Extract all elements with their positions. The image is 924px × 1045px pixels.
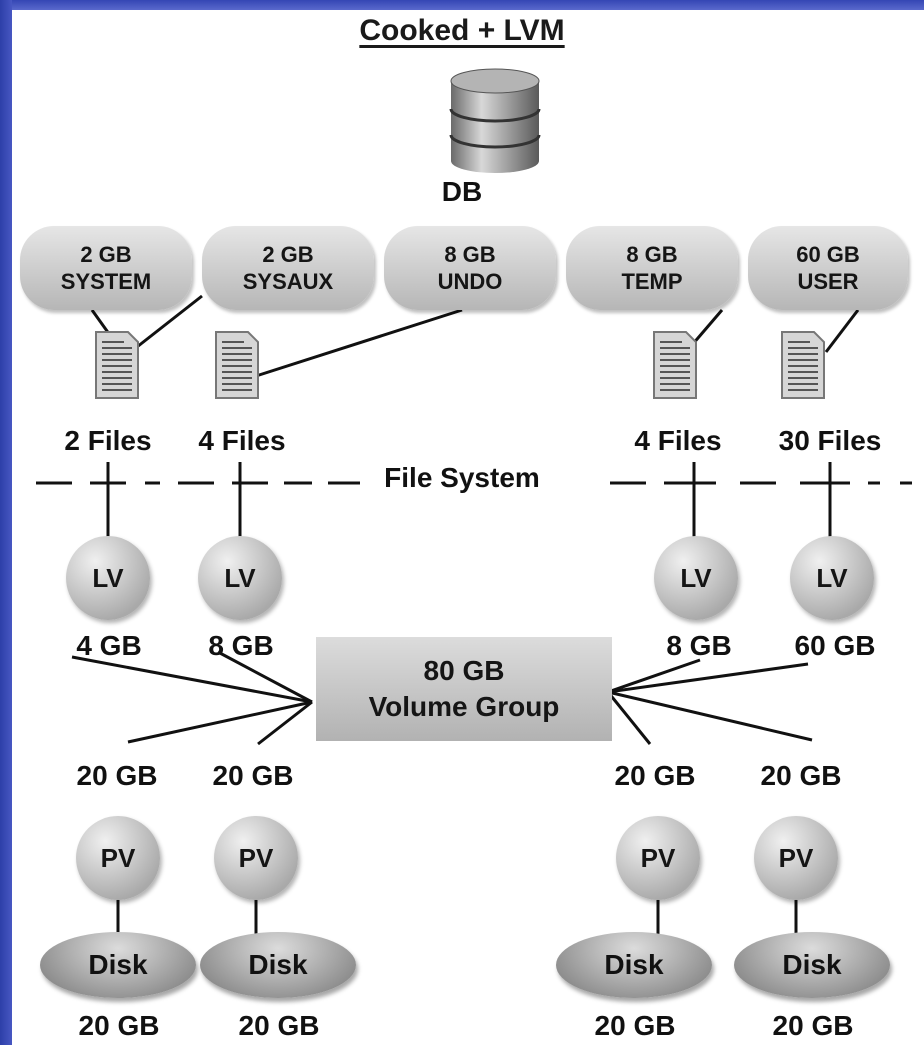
disk: Disk: [40, 932, 196, 998]
connector-lv-vg-2: [217, 650, 313, 704]
file-icon: [781, 331, 825, 399]
tablespace-size: 60 GB: [796, 242, 860, 267]
volume-group: 80 GB Volume Group: [316, 637, 612, 741]
connector-undo-files: [255, 308, 463, 378]
pv-size-label: 20 GB: [760, 760, 842, 791]
connector-pv-vg-2: [257, 700, 313, 746]
tablespace-name: SYSTEM: [60, 269, 152, 294]
lv-size-label: 60 GB: [794, 630, 876, 661]
db-label: DB: [441, 176, 483, 207]
tablespace-size: 8 GB: [444, 242, 496, 267]
connector-lv-vg-3: [607, 658, 701, 694]
tablespace-size: 2 GB: [262, 242, 314, 267]
physical-volume: PV: [214, 816, 298, 900]
tablespace-name: USER: [797, 269, 859, 294]
file-icon: [95, 331, 139, 399]
slide-left-border: [0, 0, 12, 1045]
logical-volume: LV: [654, 536, 738, 620]
tablespace-temp: 8 GB TEMP: [566, 226, 738, 310]
tablespace-name: UNDO: [437, 269, 503, 294]
physical-volume: PV: [76, 816, 160, 900]
pv-size-label: 20 GB: [212, 760, 294, 791]
connector-pv-vg-3: [606, 691, 652, 745]
disk-size-label: 20 GB: [78, 1010, 160, 1041]
disk-size-label: 20 GB: [238, 1010, 320, 1041]
pv-size-label: 20 GB: [614, 760, 696, 791]
disk-size-label: 20 GB: [594, 1010, 676, 1041]
file-count-label: 30 Files: [778, 425, 882, 456]
disk: Disk: [200, 932, 356, 998]
physical-volume: PV: [616, 816, 700, 900]
file-count-label: 2 Files: [64, 425, 152, 456]
logical-volume: LV: [198, 536, 282, 620]
slide-top-border: [0, 0, 924, 10]
disk: Disk: [734, 932, 890, 998]
connector-lv-vg-4: [607, 662, 809, 694]
lv-size-label: 4 GB: [76, 630, 142, 661]
disk: Disk: [556, 932, 712, 998]
volume-group-size: 80 GB: [423, 655, 505, 686]
file-icon: [215, 331, 259, 399]
tablespace-user: 60 GB USER: [748, 226, 908, 310]
tablespace-size: 8 GB: [626, 242, 678, 267]
tablespace-name: SYSAUX: [242, 269, 334, 294]
disk-size-label: 20 GB: [772, 1010, 854, 1041]
logical-volume: LV: [66, 536, 150, 620]
tablespace-size: 2 GB: [80, 242, 132, 267]
diagram-title: Cooked + LVM: [359, 14, 565, 47]
lv-size-label: 8 GB: [666, 630, 732, 661]
connector-user-files: [824, 309, 860, 353]
pv-size-label: 20 GB: [76, 760, 158, 791]
connector-pv-vg-1: [127, 700, 313, 744]
lv-size-label: 8 GB: [208, 630, 274, 661]
connector-sysaux-files: [127, 294, 203, 356]
file-count-label: 4 Files: [198, 425, 286, 456]
connector-lv-vg-1: [71, 655, 313, 704]
tablespace-system: 2 GB SYSTEM: [20, 226, 192, 310]
file-count-label: 4 Files: [634, 425, 722, 456]
database-icon: [449, 68, 541, 173]
logical-volume: LV: [790, 536, 874, 620]
tablespace-undo: 8 GB UNDO: [384, 226, 556, 310]
tablespace-sysaux: 2 GB SYSAUX: [202, 226, 374, 310]
connector-pv-vg-4: [607, 690, 813, 742]
file-system-label: File System: [0, 462, 924, 494]
physical-volume: PV: [754, 816, 838, 900]
tablespace-name: TEMP: [621, 269, 683, 294]
file-icon: [653, 331, 697, 399]
volume-group-label: Volume Group: [368, 691, 560, 722]
